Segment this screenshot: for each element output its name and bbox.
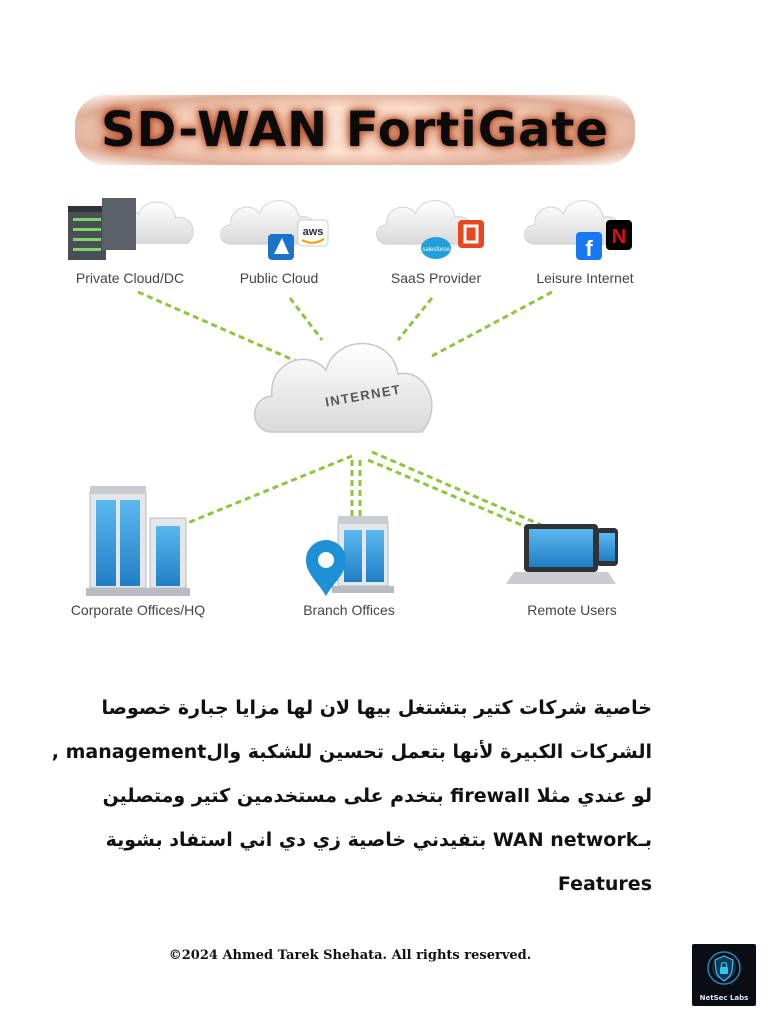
saas-provider-label: SaaS Provider [391, 270, 482, 286]
leisure-cloud-node: f N [524, 200, 632, 261]
link-corporate [179, 454, 353, 528]
private-cloud-label: Private Cloud/DC [76, 270, 184, 286]
netflix-icon: N [606, 220, 632, 250]
leisure-internet-label: Leisure Internet [536, 270, 633, 286]
aws-badge: aws [303, 226, 324, 238]
shield-lock-icon [707, 951, 741, 985]
link-saas [396, 297, 434, 341]
netsec-labs-logo: NetSec Labs [692, 944, 756, 1006]
description-line: لو عندي مثلا firewall بتخدم على مستخدمين… [102, 785, 652, 807]
public-cloud-label: Public Cloud [240, 270, 319, 286]
link-leisure [431, 290, 553, 358]
azure-icon [268, 234, 294, 260]
corporate-building-icon [86, 486, 190, 596]
branch-label: Branch Offices [303, 602, 395, 618]
description-text: خاصية شركات كتير بتشتغل بيها لان لها مزا… [40, 686, 652, 906]
private-cloud-node [68, 198, 194, 260]
internet-cloud: INTERNET [254, 342, 433, 433]
description-line: الشركات الكبيرة لأنها بتعمل تحسين للشكبة… [51, 741, 652, 763]
public-cloud-node: aws [220, 200, 329, 260]
network-links [137, 290, 553, 534]
branch-building-icon [332, 516, 394, 593]
salesforce-icon: salesforce [421, 237, 451, 259]
svg-text:N: N [612, 226, 626, 248]
office-icon [458, 220, 484, 248]
logo-text: NetSec Labs [699, 994, 749, 1002]
svg-text:salesforce: salesforce [422, 247, 450, 253]
svg-text:f: f [585, 236, 593, 261]
phone-icon [596, 528, 618, 566]
description-line: خاصية شركات كتير بتشتغل بيها لان لها مزا… [101, 697, 653, 719]
facebook-icon: f [576, 232, 602, 261]
link-private-cloud [137, 290, 299, 364]
link-remote-b [371, 450, 549, 530]
description-line: بـWAN network بتفيدني خاصية زي دي اني اس… [105, 829, 652, 851]
link-public-cloud [288, 297, 324, 341]
page-title: SD-WAN FortiGate [75, 95, 635, 165]
link-remote-a [367, 458, 539, 534]
server-rack-icon [68, 198, 136, 260]
network-diagram: Private Cloud/DC aws Public Cloud salesf… [68, 198, 634, 618]
aws-icon: aws [297, 219, 329, 247]
saas-cloud-node: salesforce [376, 200, 484, 259]
copyright-footer: ©2024 Ahmed Tarek Shehata. All rights re… [168, 948, 532, 963]
laptop-icon [506, 524, 616, 584]
remote-users-label: Remote Users [527, 602, 616, 618]
location-pin-icon [306, 540, 346, 596]
description-line: Features [557, 873, 652, 895]
corporate-label: Corporate Offices/HQ [71, 602, 205, 618]
